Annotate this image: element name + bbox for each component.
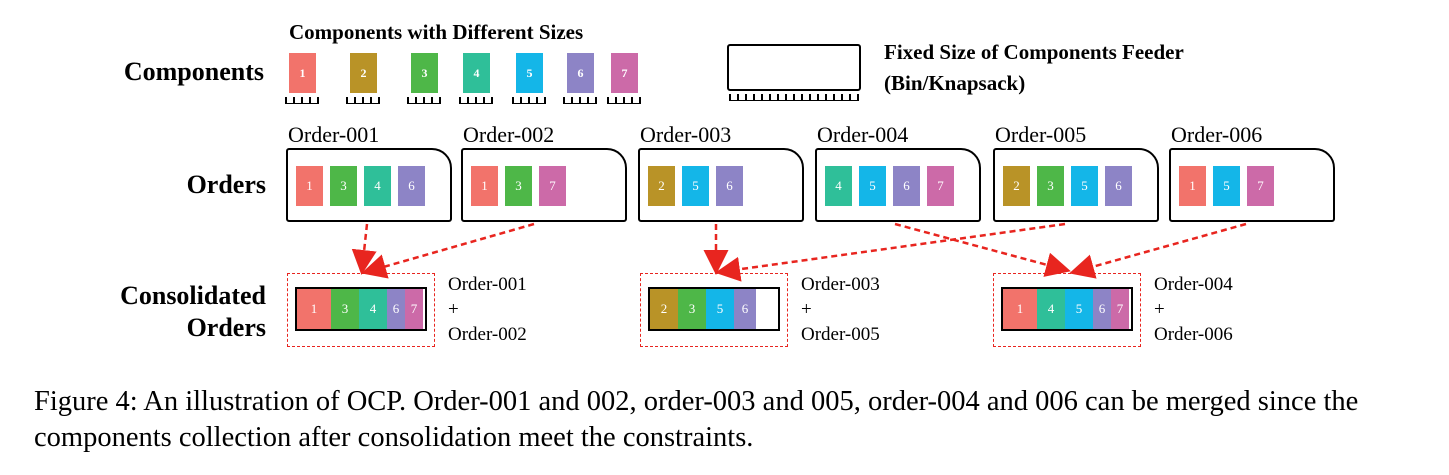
components-title: Components with Different Sizes xyxy=(289,20,584,44)
figure-caption: Figure 4: An illustration of OCP. Order-… xyxy=(34,386,1359,453)
feeder-title-line2: (Bin/Knapsack) xyxy=(884,71,1026,95)
consolidated-component-7: 7 xyxy=(1111,289,1129,329)
component-ruler-4 xyxy=(459,95,493,104)
order-component-1: 1 xyxy=(296,166,323,206)
feeder-title-line1: Fixed Size of Components Feeder xyxy=(884,40,1184,64)
component-ruler-3 xyxy=(407,95,441,104)
consolidated-label-line2: Order-006 xyxy=(1154,324,1233,345)
consolidated-label-line1: Order-004 xyxy=(1154,274,1233,295)
order-component-7: 7 xyxy=(927,166,954,206)
consolidated-component-1: 1 xyxy=(297,289,331,329)
component-5: 5 xyxy=(516,53,543,93)
order-component-5: 5 xyxy=(682,166,709,206)
order-component-6: 6 xyxy=(716,166,743,206)
components-row-label: Components xyxy=(123,57,264,86)
orders-row-label: Orders xyxy=(186,170,266,199)
order-component-6: 6 xyxy=(893,166,920,206)
consolidated-component-2: 2 xyxy=(650,289,678,329)
consolidated-component-4: 4 xyxy=(359,289,387,329)
consolidated-label-plus: + xyxy=(801,299,812,320)
order-component-5: 5 xyxy=(1213,166,1240,206)
consolidated-row-label-2: Orders xyxy=(186,313,266,342)
consolidated-component-7: 7 xyxy=(405,289,423,329)
consolidated-label-plus: + xyxy=(1154,299,1165,320)
order-component-4: 4 xyxy=(364,166,391,206)
consolidated-label-line2: Order-002 xyxy=(448,324,527,345)
consolidated-label-plus: + xyxy=(448,299,459,320)
order-component-3: 3 xyxy=(1037,166,1064,206)
component-ruler-1 xyxy=(285,95,319,104)
consolidated-component-3: 3 xyxy=(678,289,706,329)
feeder-bin xyxy=(727,44,861,91)
order-title: Order-004 xyxy=(817,122,909,147)
order-title: Order-001 xyxy=(288,122,380,147)
consolidated-label-line2: Order-005 xyxy=(801,324,880,345)
order-title: Order-003 xyxy=(640,122,732,147)
order-component-5: 5 xyxy=(1071,166,1098,206)
order-component-7: 7 xyxy=(1247,166,1274,206)
consolidated-component-5: 5 xyxy=(706,289,734,329)
consolidated-component-1: 1 xyxy=(1003,289,1037,329)
component-2: 2 xyxy=(350,53,377,93)
order-component-2: 2 xyxy=(648,166,675,206)
component-7: 7 xyxy=(611,53,638,93)
arrow-order-004 xyxy=(894,222,1071,277)
consolidated-label-line1: Order-003 xyxy=(801,274,880,295)
order-component-3: 3 xyxy=(330,166,357,206)
order-component-3: 3 xyxy=(505,166,532,206)
component-3: 3 xyxy=(411,53,438,93)
component-6: 6 xyxy=(567,53,594,93)
component-ruler-5 xyxy=(512,95,546,104)
component-ruler-7 xyxy=(607,95,641,104)
order-component-6: 6 xyxy=(1105,166,1132,206)
consolidated-component-6: 6 xyxy=(734,289,756,329)
order-component-4: 4 xyxy=(825,166,852,206)
consolidated-component-5: 5 xyxy=(1065,289,1093,329)
consolidated-label-line1: Order-001 xyxy=(448,274,527,295)
order-component-1: 1 xyxy=(471,166,498,206)
component-ruler-2 xyxy=(346,95,380,104)
order-component-6: 6 xyxy=(398,166,425,206)
component-ruler-6 xyxy=(563,95,597,104)
arrow-order-001 xyxy=(351,223,377,275)
order-title: Order-002 xyxy=(463,122,555,147)
arrow-order-002 xyxy=(361,222,535,279)
order-component-1: 1 xyxy=(1179,166,1206,206)
component-1: 1 xyxy=(289,53,316,93)
consolidated-component-4: 4 xyxy=(1037,289,1065,329)
order-component-5: 5 xyxy=(859,166,886,206)
order-component-2: 2 xyxy=(1003,166,1030,206)
arrow-order-006 xyxy=(1069,222,1247,279)
feeder-ruler xyxy=(729,92,859,101)
consolidated-component-3: 3 xyxy=(331,289,359,329)
order-title: Order-006 xyxy=(1171,122,1263,147)
consolidated-component-6: 6 xyxy=(387,289,405,329)
consolidated-component-6: 6 xyxy=(1093,289,1111,329)
order-component-7: 7 xyxy=(539,166,566,206)
arrow-order-005 xyxy=(715,222,1066,282)
component-4: 4 xyxy=(463,53,490,93)
consolidated-row-label-1: Consolidated xyxy=(120,281,266,310)
order-title: Order-005 xyxy=(995,122,1087,147)
